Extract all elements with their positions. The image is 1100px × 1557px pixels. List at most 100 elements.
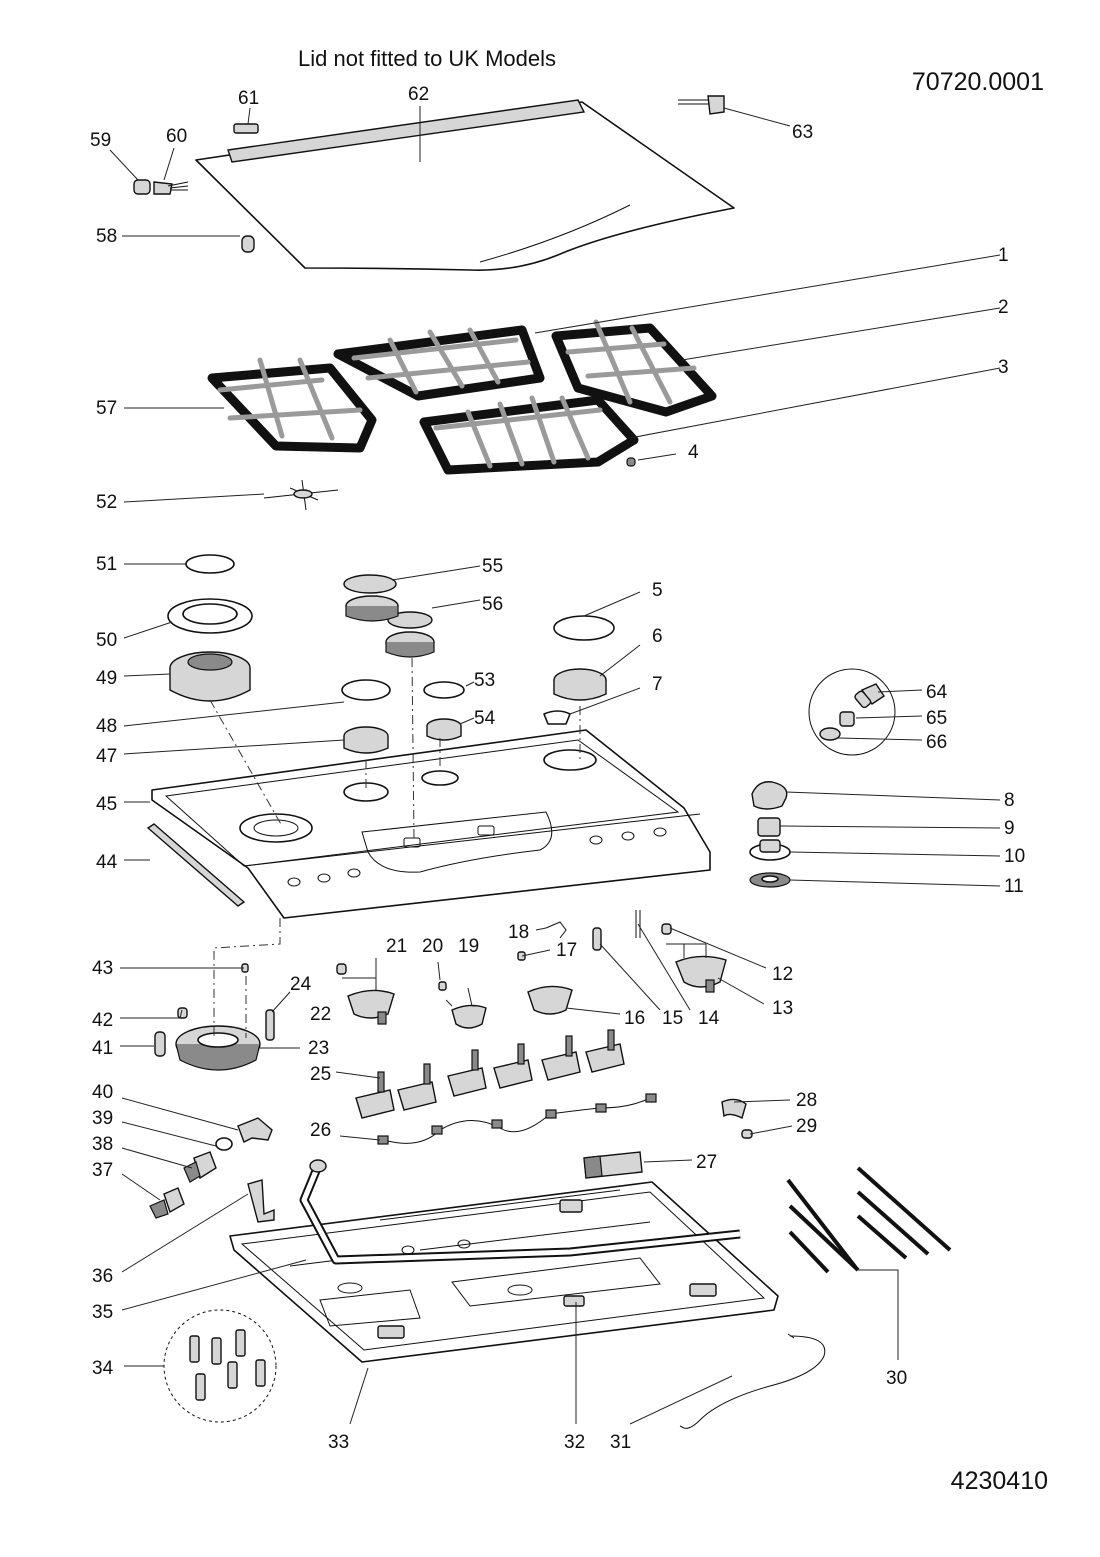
burner-small-part [426, 718, 462, 741]
callout-36: 36 [92, 1266, 113, 1287]
callout-65: 65 [926, 708, 947, 729]
callout-44: 44 [96, 852, 118, 873]
base-pan-part [229, 1181, 779, 1363]
elbow-part [237, 1117, 273, 1143]
injector-detail-circle [808, 668, 896, 756]
callout-14: 14 [698, 1008, 720, 1029]
burner-cup-13-part [675, 955, 727, 993]
lid-note: Lid not fitted to UK Models [298, 46, 557, 71]
wok-adapter-part [263, 479, 339, 511]
callout-50: 50 [96, 630, 117, 651]
clip-part [545, 921, 567, 939]
ignition-harness-part [377, 1093, 657, 1145]
grate-foot-part [626, 457, 636, 467]
callout-58: 58 [96, 226, 117, 247]
callout-54: 54 [474, 708, 496, 729]
callout-24: 24 [290, 974, 312, 995]
callout-39: 39 [92, 1108, 113, 1129]
callout-11: 11 [1004, 876, 1024, 897]
callout-59: 59 [90, 130, 111, 151]
knob-part [751, 781, 788, 810]
callout-25: 25 [310, 1064, 331, 1085]
callout-47: 47 [96, 746, 117, 767]
callout-27: 27 [696, 1152, 717, 1173]
callout-63: 63 [792, 122, 813, 143]
part-code: 4230410 [950, 1467, 1048, 1495]
callout-33: 33 [328, 1432, 349, 1453]
callout-57: 57 [96, 398, 117, 419]
callout-51: 51 [96, 554, 117, 575]
burner-cap-medium-part [341, 679, 391, 701]
callout-21: 21 [386, 936, 407, 957]
callout-16: 16 [624, 1008, 645, 1029]
callout-49: 49 [96, 668, 117, 689]
callout-1: 1 [998, 245, 1009, 266]
flame-ring-part [167, 598, 253, 634]
thermocouples [154, 910, 641, 1057]
burner-large-part [169, 651, 251, 702]
callout-43: 43 [92, 958, 113, 979]
burner-cap-right-part [553, 615, 615, 641]
inlet-fitting-37-part [149, 1187, 185, 1219]
callout-19: 19 [458, 936, 479, 957]
pan-support-center [333, 325, 545, 401]
callout-13: 13 [772, 998, 793, 1019]
callout-42: 42 [92, 1010, 113, 1031]
callout-56: 56 [482, 594, 503, 615]
callout-55: 55 [482, 556, 503, 577]
callout-26: 26 [310, 1120, 331, 1141]
callout-8: 8 [1004, 790, 1015, 811]
knob-gasket-part [749, 872, 791, 888]
callout-2: 2 [998, 297, 1009, 318]
bracket-36-part [247, 1179, 275, 1223]
burner-cap-small-part [423, 681, 465, 699]
hinge-pin-part [233, 123, 259, 134]
callout-23: 23 [308, 1038, 329, 1059]
callout-10: 10 [1004, 846, 1025, 867]
hob-top-part [151, 729, 711, 919]
callout-12: 12 [772, 964, 793, 985]
gas-taps-part [355, 1029, 625, 1119]
burner-cup-large-part [175, 1025, 261, 1071]
pan-support-right [551, 319, 717, 417]
washer-part [215, 1137, 233, 1151]
callout-45: 45 [96, 794, 117, 815]
burner-cup-21-part [347, 989, 395, 1025]
clamp-part [721, 1098, 747, 1120]
part-number-labels: 1 2 3 4 5 6 7 8 9 10 11 12 13 14 15 16 1… [90, 84, 1025, 1453]
burner-cup-19-part [451, 1004, 487, 1029]
callout-29: 29 [796, 1116, 817, 1137]
burner-right-part [553, 668, 607, 701]
callout-40: 40 [92, 1082, 113, 1103]
callout-66: 66 [926, 732, 947, 753]
lid-stop-part [241, 235, 255, 253]
knob-base-part [749, 839, 791, 861]
pan-support-left [207, 357, 377, 453]
callout-18: 18 [508, 922, 529, 943]
seal-strip-part [146, 823, 246, 907]
callout-53: 53 [474, 670, 495, 691]
callout-30: 30 [886, 1368, 907, 1389]
callout-37: 37 [92, 1160, 113, 1181]
callout-32: 32 [564, 1432, 585, 1453]
callout-28: 28 [796, 1090, 817, 1111]
callout-5: 5 [652, 580, 663, 601]
callout-64: 64 [926, 682, 948, 703]
burner-cap-large-part [185, 554, 235, 574]
power-cable-part [679, 1333, 826, 1429]
callout-48: 48 [96, 716, 117, 737]
clip-set-detail [163, 1309, 277, 1423]
callout-4: 4 [688, 442, 699, 463]
callout-3: 3 [998, 357, 1009, 378]
callout-6: 6 [652, 626, 663, 647]
callout-34: 34 [92, 1358, 114, 1379]
callout-60: 60 [166, 126, 187, 147]
callout-15: 15 [662, 1008, 683, 1029]
triple-crown-cap-part [343, 574, 433, 629]
callout-35: 35 [92, 1302, 113, 1323]
callout-20: 20 [422, 936, 443, 957]
callout-22: 22 [310, 1004, 331, 1025]
burner-medium-part [343, 726, 389, 754]
diagram-code: 70720.0001 [911, 68, 1044, 96]
